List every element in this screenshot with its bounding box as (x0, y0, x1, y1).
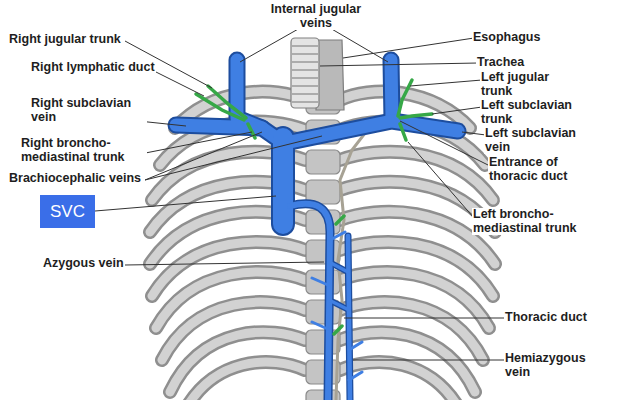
esophagus (316, 40, 344, 110)
brachiocephalic-vein (290, 121, 458, 142)
leader-line (400, 121, 490, 166)
leader-line (145, 136, 322, 180)
part-label: Left subclavian trunk (480, 99, 592, 126)
leader-line (353, 360, 506, 361)
trachea-ring (292, 93, 318, 95)
part-label: Right jugular trunk (8, 33, 122, 47)
part-label: Left subclavian vein (484, 127, 596, 154)
part-label: Azygous vein (42, 257, 125, 271)
leader-line (95, 196, 276, 211)
internal-jugular-vein (391, 60, 392, 120)
azygous-vein (290, 204, 330, 400)
trachea-ring (292, 53, 318, 55)
subclavian-vein (176, 125, 282, 142)
vertebra (306, 240, 340, 264)
intercostal-veins (312, 232, 362, 380)
right-lymphatic-duct (196, 94, 244, 120)
part-label: Right subclavian vein (30, 97, 147, 124)
part-label: Left broncho- mediastinal trunk (472, 208, 599, 235)
leader-lines (95, 28, 506, 360)
vein-outline (176, 60, 458, 400)
trachea-ring (292, 45, 318, 47)
trachea-ring (292, 85, 318, 87)
vein-fill (176, 60, 458, 400)
superior-vena-cava (273, 138, 293, 224)
label-box: SVC (40, 195, 95, 228)
part-label: Hemiazygous vein (504, 352, 601, 379)
superior-vena-cava (271, 138, 295, 224)
brachiocephalic-vein (290, 121, 458, 142)
part-label: Trachea (476, 56, 525, 70)
leader-line (320, 63, 478, 66)
part-label: Internal jugular veins (265, 3, 367, 30)
lymph-trunks (196, 80, 432, 334)
trachea-ring (292, 69, 318, 71)
subclavian-vein (176, 125, 282, 142)
left-jugular-trunk (398, 80, 412, 116)
leader-line (408, 142, 474, 218)
leader-line (462, 132, 486, 135)
veins (176, 60, 458, 400)
connecting-vein (329, 262, 349, 310)
leader-line (410, 80, 482, 86)
left-broncho-mediastinal-trunk (400, 124, 406, 140)
vertebra (306, 360, 340, 384)
intercostal-vein (312, 232, 362, 380)
vertebra (306, 150, 340, 174)
part-label: Entrance of thoracic duct (488, 156, 605, 183)
part-label: Esophagus (472, 31, 541, 45)
part-label: Brachiocephalic veins (8, 172, 142, 186)
azygous-vein (290, 204, 330, 400)
part-label: Right lymphatic duct (30, 61, 156, 75)
leader-line (432, 107, 482, 114)
part-label: Thoracic duct (504, 311, 588, 325)
esophagus-tube (316, 40, 344, 110)
left-subclavian-trunk (400, 114, 432, 118)
box-text: SVC (50, 202, 85, 222)
trachea-ring (292, 101, 318, 103)
internal-jugular-vein (391, 60, 392, 120)
leader-line (150, 69, 204, 96)
trachea-ring (292, 77, 318, 79)
leader-line (145, 132, 262, 180)
trachea-rings (292, 46, 318, 102)
part-label: Right broncho- mediastinal trunk (20, 137, 147, 164)
leader-line (344, 318, 506, 319)
trachea (291, 38, 319, 108)
leader-line (343, 38, 474, 58)
lymph-vessel (334, 216, 344, 334)
leader-line (240, 28, 300, 62)
thoracic-duct (336, 118, 398, 400)
rib (150, 92, 495, 400)
part-label: Left jugular trunk (480, 71, 572, 98)
trachea-tube (291, 38, 319, 108)
rib-outline (150, 92, 495, 400)
thoracic-duct-vessel (336, 118, 398, 400)
leader-line (125, 262, 324, 265)
trachea-ring (292, 61, 318, 63)
leader-line (330, 28, 388, 62)
